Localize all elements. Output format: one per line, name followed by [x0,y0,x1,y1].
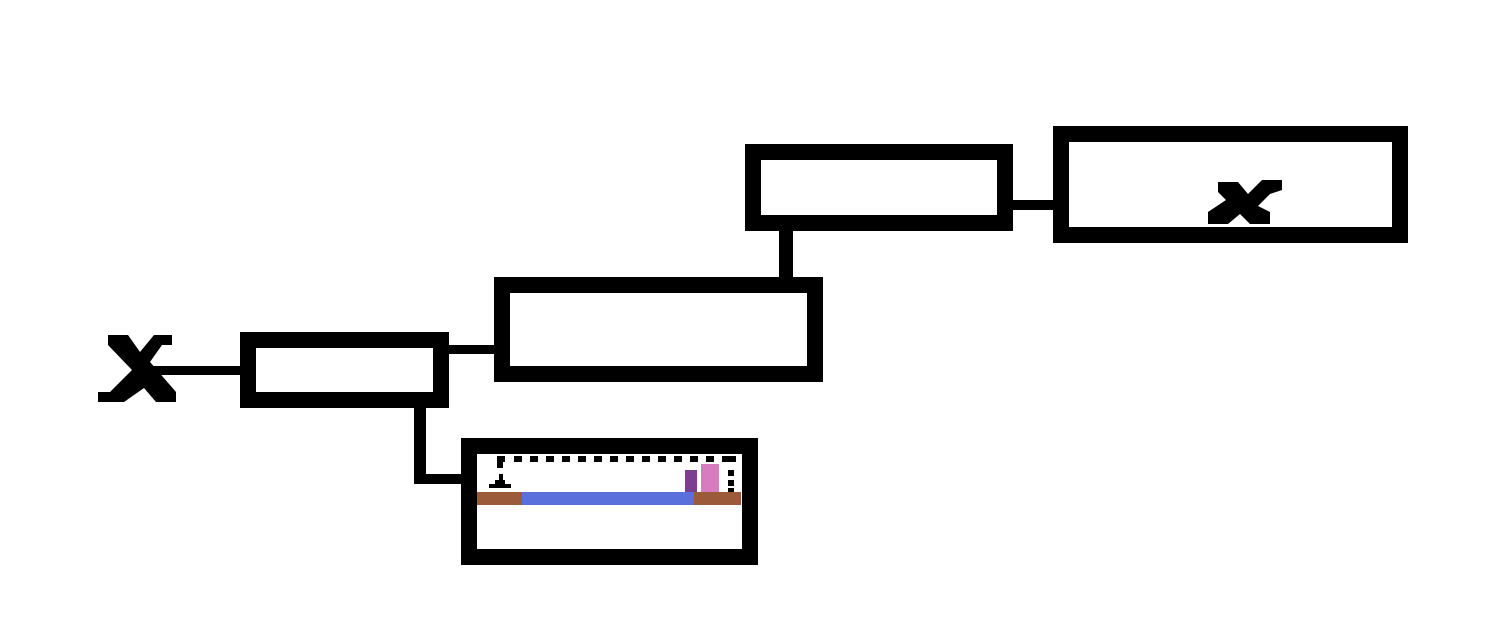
exit-x-marker-icon [98,335,176,402]
room-small-left[interactable] [240,332,449,408]
pillar-dark [685,470,697,492]
floor-right [694,492,741,505]
floor-left [477,492,522,505]
room-current[interactable] [461,438,758,565]
room-upper[interactable] [745,144,1013,231]
preview-dotted-wall [497,456,736,492]
connector-middle-to-upper [779,226,793,288]
connector-exit-to-room [148,366,244,375]
connector-small-to-current-horizontal [414,474,468,484]
connector-small-to-current-vertical [414,400,426,484]
connector-upper-to-right [1005,200,1063,210]
connector-small-to-middle [441,345,501,354]
room-middle[interactable] [494,277,823,382]
stairs-icon [489,474,511,488]
pillar-light [701,464,719,492]
target-x-marker-icon [1208,180,1282,224]
water-strip [522,492,694,505]
